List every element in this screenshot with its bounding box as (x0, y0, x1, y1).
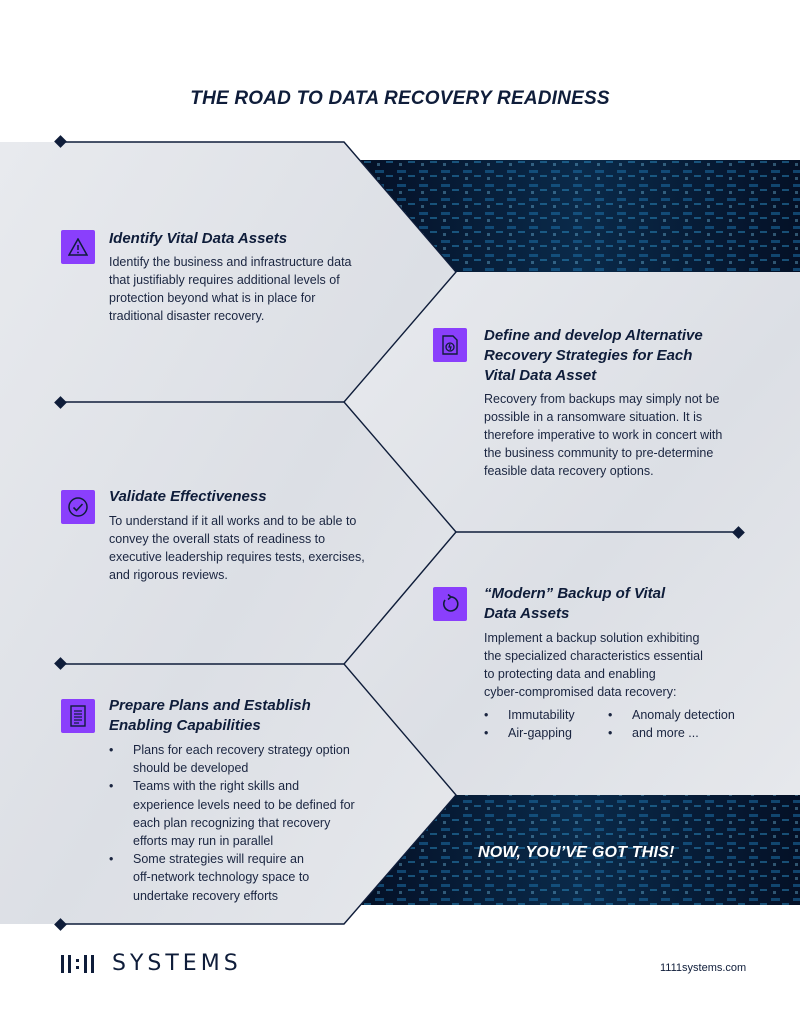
road-lines (61, 141, 738, 925)
prepare-heading: Prepare Plans and Establish Enabling Cap… (109, 697, 311, 734)
identify-body: Identify the business and infrastructure… (109, 255, 352, 323)
page-title: THE ROAD TO DATA RECOVERY READINESS (190, 88, 610, 109)
modern-heading: “Modern” Backup of Vital Data Assets (484, 585, 666, 622)
modern-bullet: Immutability (484, 706, 575, 724)
modern-body: Implement a backup solution exhibiting t… (484, 631, 703, 699)
document-strategy-icon (433, 328, 467, 362)
cta-text: NOW, YOU’VE GOT THIS! (478, 844, 675, 861)
validate-body: To understand if it all works and to be … (109, 514, 365, 582)
company-logo-text: SYSTEMS (112, 951, 242, 976)
define-heading: Define and develop Alternative Recovery … (484, 327, 703, 384)
list-item: Teams with the right skills and experien… (109, 777, 355, 850)
checkmark-circle-icon (61, 490, 95, 524)
plan-document-icon (61, 699, 95, 733)
modern-bullet: and more ... (608, 724, 699, 742)
prepare-bullet-list: Plans for each recovery strategy option … (109, 741, 355, 905)
validate-heading: Validate Effectiveness (109, 488, 267, 505)
warning-triangle-icon (61, 230, 95, 264)
website-url[interactable]: 1111systems.com (660, 962, 747, 974)
list-item: Plans for each recovery strategy option … (109, 741, 355, 777)
list-item: Some strategies will require an off-netw… (109, 850, 355, 905)
identify-heading: Identify Vital Data Assets (109, 230, 288, 247)
refresh-arrow-icon (433, 587, 467, 621)
define-body: Recovery from backups may simply not be … (484, 392, 723, 478)
company-logo-mark (61, 955, 94, 973)
modern-bullet: Anomaly detection (608, 706, 735, 724)
modern-bullet: Air-gapping (484, 724, 572, 742)
left-zigzag-panel (0, 142, 456, 924)
